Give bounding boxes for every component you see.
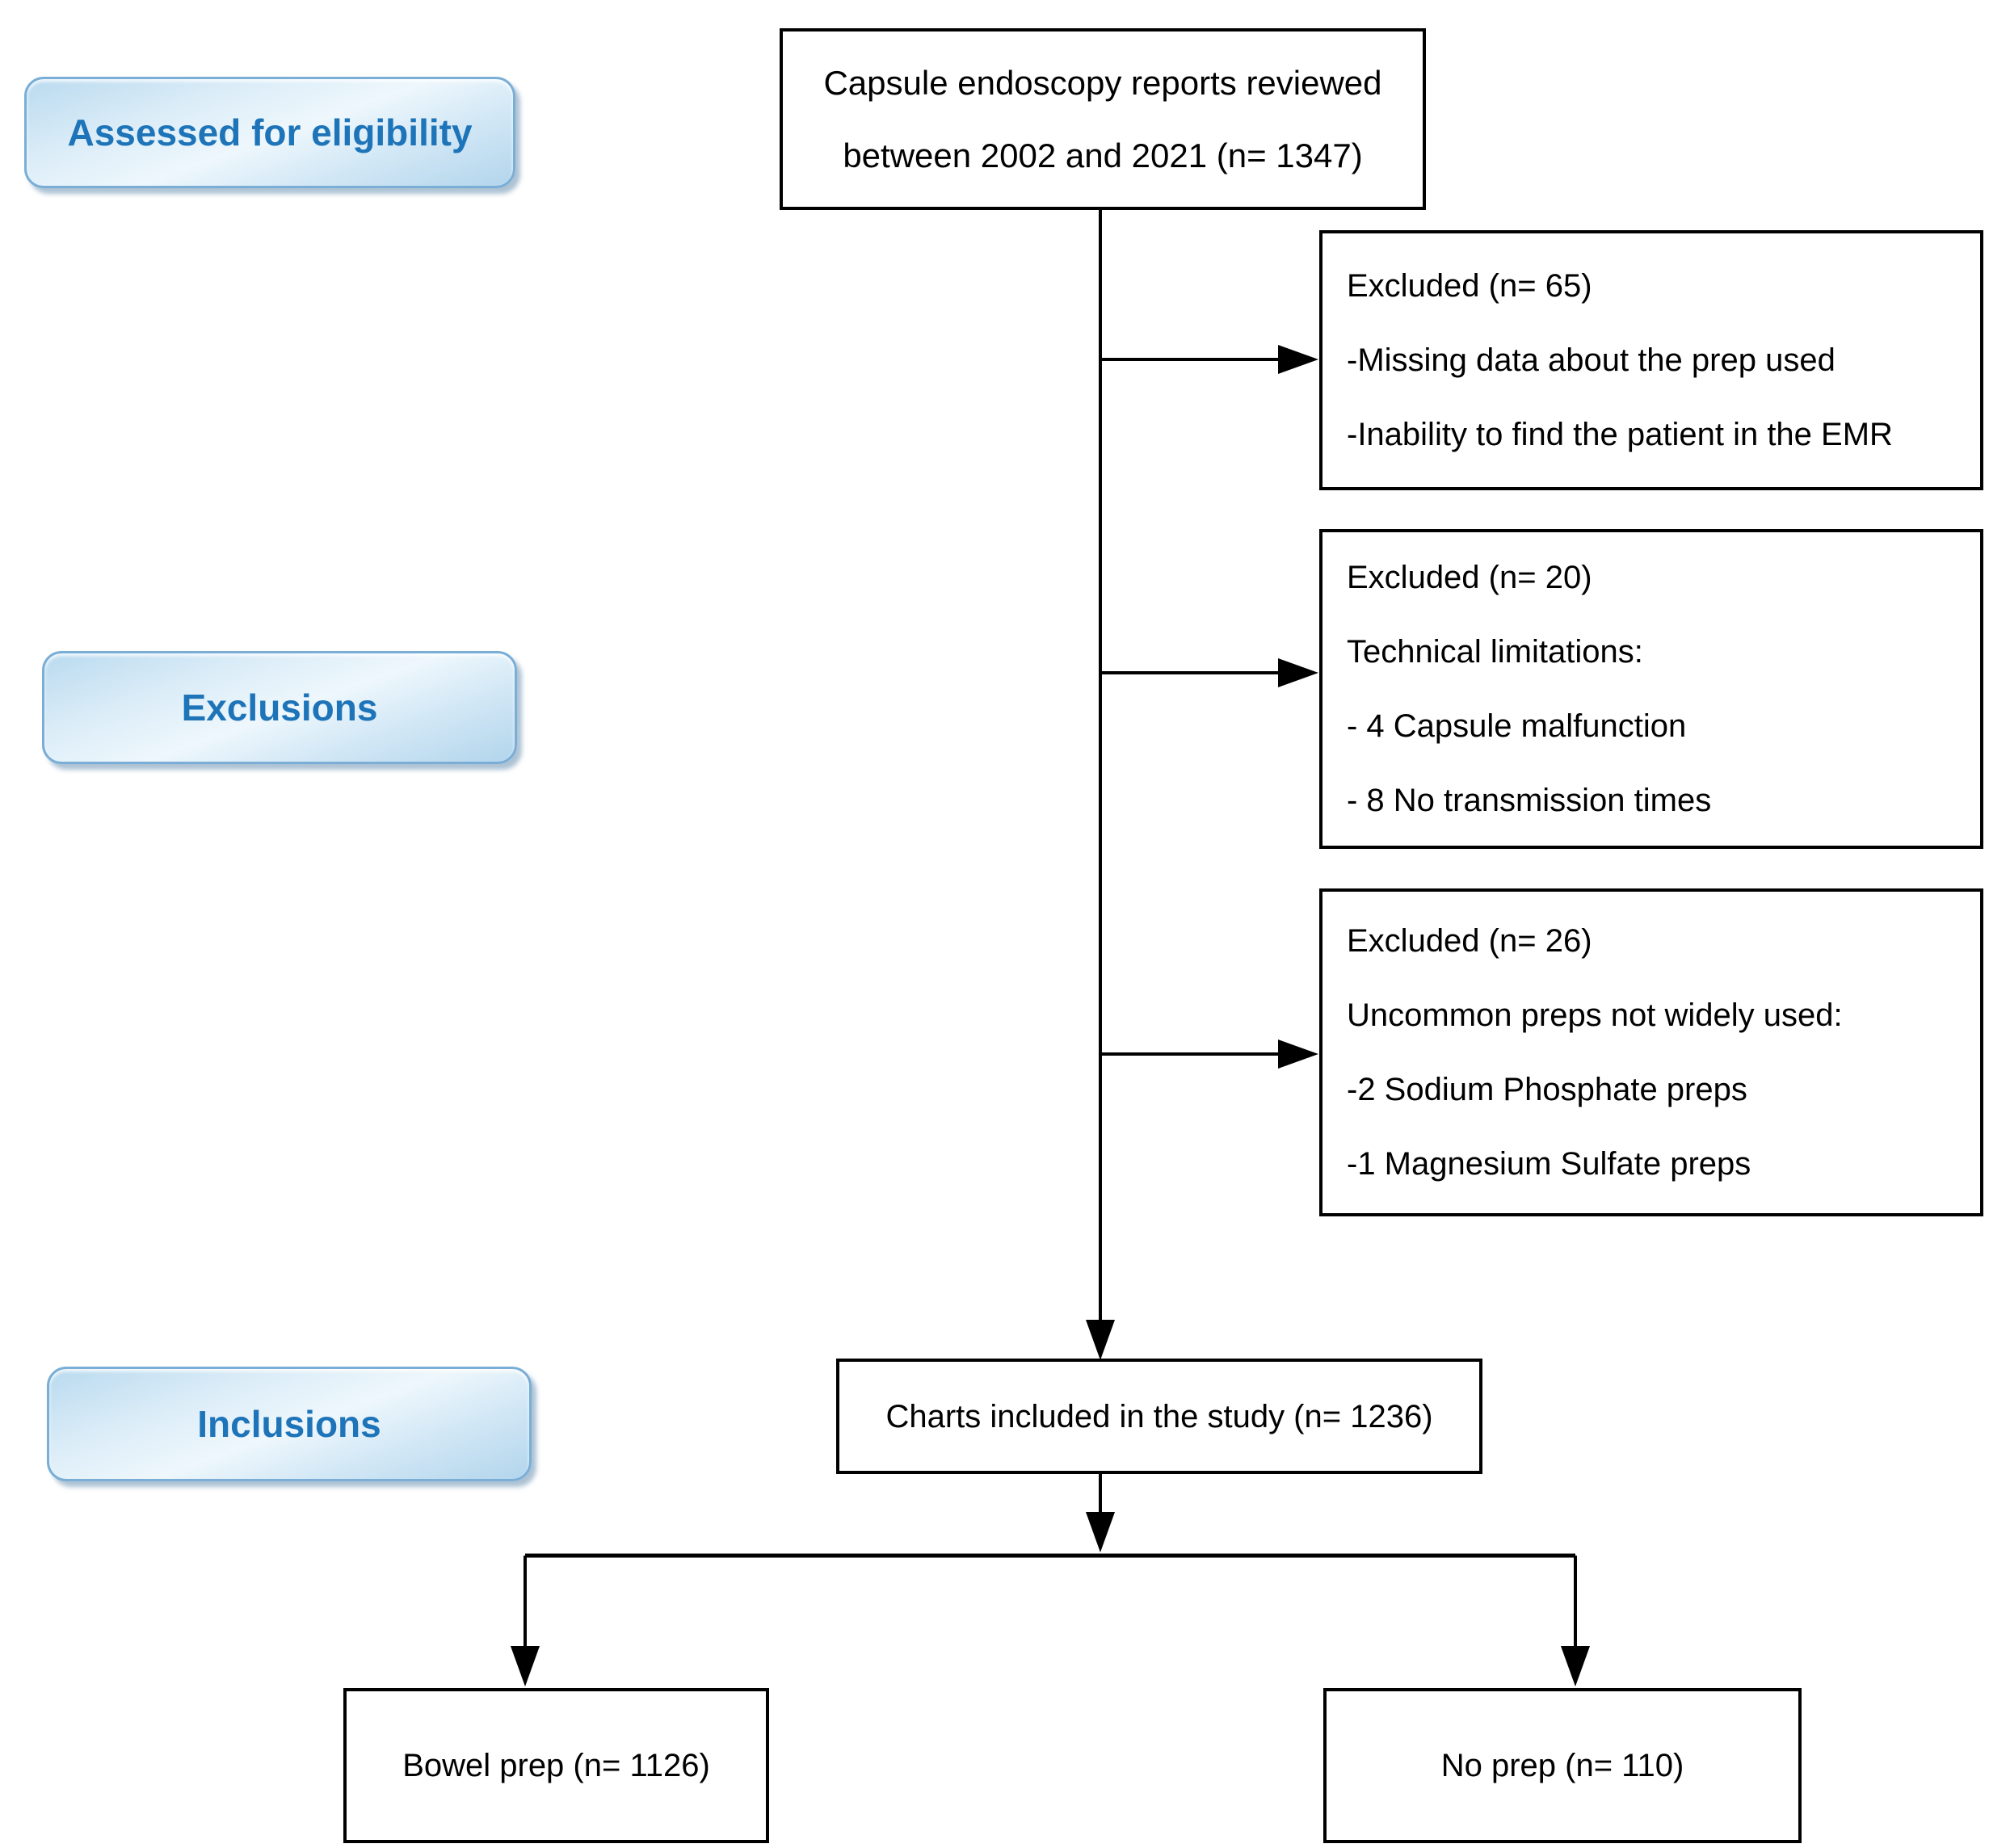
text-line: Bowel prep (n= 1126)	[402, 1748, 710, 1783]
text-line: between 2002 and 2021 (n= 1347)	[843, 136, 1363, 174]
text-line: Excluded (n= 26)	[1347, 923, 1592, 959]
arrow-to-excluded-3	[1100, 1040, 1318, 1069]
stage-label-assessed-for-eligibility: Assessed for eligibility	[24, 77, 515, 188]
text-line: Technical limitations:	[1347, 634, 1643, 670]
arrow-to-no-prep	[1561, 1556, 1590, 1686]
text-line: Excluded (n= 65)	[1347, 268, 1592, 304]
text-line: Charts included in the study (n= 1236)	[885, 1398, 1433, 1434]
arrow-to-bowel-prep	[511, 1556, 540, 1686]
text-line: No prep (n= 110)	[1440, 1748, 1684, 1783]
arrow-source-to-included	[1086, 210, 1115, 1360]
text-line: -Inability to find the patient in the EM…	[1347, 417, 1893, 452]
stage-label-text: Inclusions	[197, 1403, 381, 1445]
node-bowel-prep: Bowel prep (n= 1126)	[343, 1688, 769, 1843]
text-line: Capsule endoscopy reports reviewed	[823, 63, 1382, 102]
stage-label-exclusions: Exclusions	[42, 651, 517, 764]
arrow-included-to-split	[1086, 1474, 1115, 1552]
arrow-to-excluded-2	[1100, 658, 1318, 687]
text-line: Excluded (n= 20)	[1347, 560, 1592, 595]
text-line: - 8 No transmission times	[1347, 783, 1712, 818]
node-charts-included: Charts included in the study (n= 1236)	[836, 1359, 1482, 1474]
stage-label-inclusions: Inclusions	[47, 1367, 532, 1481]
text-line: -Missing data about the prep used	[1347, 342, 1835, 378]
node-excluded-2: Excluded (n= 20) Technical limitations: - …	[1319, 529, 1983, 849]
node-excluded-1: Excluded (n= 65) -Missing data about the …	[1319, 230, 1983, 490]
stage-label-text: Exclusions	[181, 687, 378, 729]
stage-label-text: Assessed for eligibility	[67, 111, 473, 153]
node-no-prep: No prep (n= 110)	[1323, 1688, 1802, 1843]
text-line: Uncommon preps not widely used:	[1347, 998, 1843, 1033]
node-source-reports-reviewed: Capsule endoscopy reports reviewed betwee…	[780, 28, 1426, 210]
arrow-to-excluded-1	[1100, 345, 1318, 374]
text-line: -2 Sodium Phosphate preps	[1347, 1072, 1747, 1107]
node-excluded-3: Excluded (n= 26) Uncommon preps not widel…	[1319, 888, 1983, 1216]
text-line: - 4 Capsule malfunction	[1347, 708, 1687, 744]
text-line: -1 Magnesium Sulfate preps	[1347, 1146, 1751, 1182]
